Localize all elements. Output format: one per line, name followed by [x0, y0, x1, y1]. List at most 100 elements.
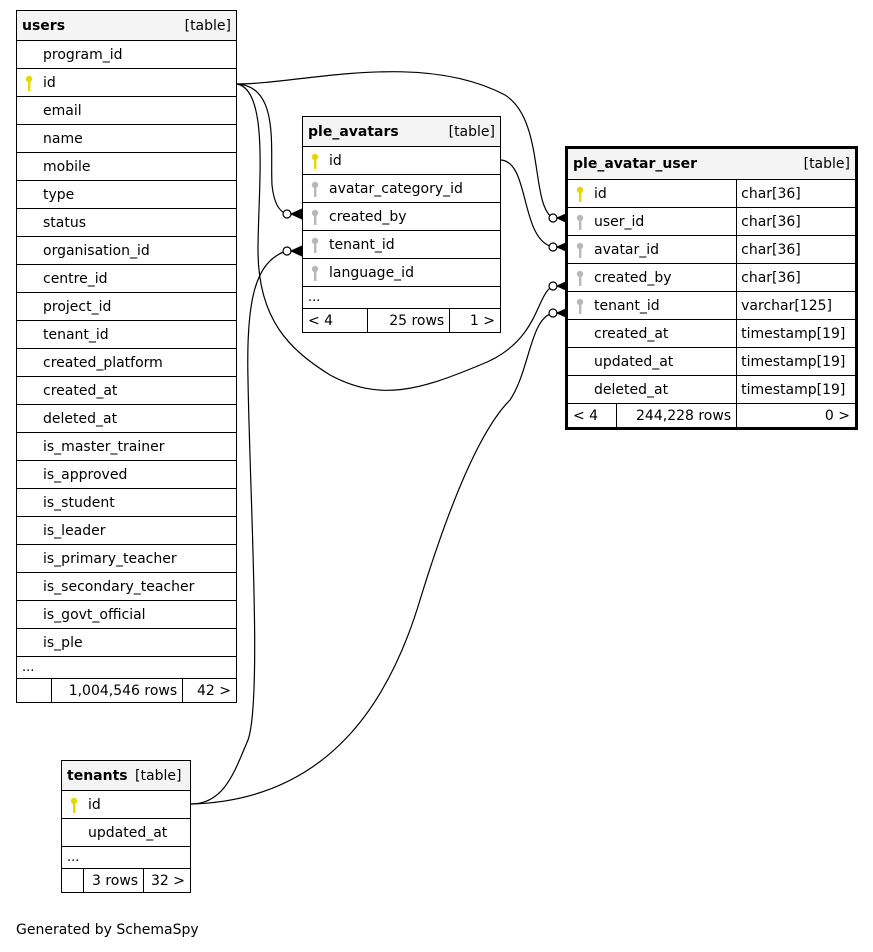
column-name[interactable]: avatar_category_id	[302, 174, 501, 203]
column-row[interactable]: is_primary_teacher	[16, 544, 237, 573]
column-name[interactable]: tenant_id	[566, 291, 738, 320]
column-name[interactable]: created_by	[566, 263, 738, 292]
column-name[interactable]: type	[16, 180, 237, 209]
children-link[interactable]: 0 >	[736, 403, 856, 428]
column-name[interactable]: updated_at	[566, 347, 738, 376]
column-name[interactable]: program_id	[16, 40, 237, 69]
table-name: ple_avatar_user	[573, 156, 698, 172]
column-row[interactable]: created_by	[302, 202, 501, 231]
column-row[interactable]: avatar_category_id	[302, 174, 501, 203]
column-name[interactable]: is_secondary_teacher	[16, 572, 237, 601]
edge-tenants-id-to-ple-avatar-user-tenant-id	[190, 312, 554, 805]
column-name[interactable]: created_at	[566, 319, 738, 348]
column-label: centre_id	[43, 270, 108, 287]
column-row[interactable]: tenant_id	[16, 320, 237, 349]
column-row[interactable]: is_leader	[16, 516, 237, 545]
column-row[interactable]: created_platform	[16, 348, 237, 377]
column-name[interactable]: created_at	[16, 376, 237, 405]
column-name[interactable]: centre_id	[16, 264, 237, 293]
more-columns-ellipsis[interactable]: ...	[302, 286, 501, 309]
column-name[interactable]: id	[16, 68, 237, 97]
column-name[interactable]: deleted_at	[16, 404, 237, 433]
column-row[interactable]: email	[16, 96, 237, 125]
column-name[interactable]: created_platform	[16, 348, 237, 377]
column-row[interactable]: is_approved	[16, 460, 237, 489]
column-row[interactable]: is_secondary_teacher	[16, 572, 237, 601]
column-name[interactable]: tenant_id	[16, 320, 237, 349]
column-name[interactable]: id	[61, 790, 191, 819]
column-name[interactable]: status	[16, 208, 237, 237]
table-type: [table]	[803, 156, 850, 172]
column-name[interactable]: is_ple	[16, 628, 237, 657]
more-columns-ellipsis[interactable]: ...	[16, 656, 237, 679]
column-name[interactable]: is_leader	[16, 516, 237, 545]
column-name[interactable]: is_approved	[16, 460, 237, 489]
parents-link[interactable]: < 4	[567, 403, 617, 428]
column-name[interactable]: is_primary_teacher	[16, 544, 237, 573]
column-row[interactable]: name	[16, 124, 237, 153]
parents-link[interactable]	[60, 868, 85, 893]
column-row[interactable]: is_ple	[16, 628, 237, 657]
column-name[interactable]: user_id	[566, 207, 738, 236]
column-name[interactable]: created_by	[302, 202, 501, 231]
column-row[interactable]: is_master_trainer	[16, 432, 237, 461]
children-link[interactable]: 32 >	[143, 868, 191, 893]
column-type: char[36]	[736, 179, 856, 208]
column-type: char[36]	[736, 263, 856, 292]
column-row[interactable]: program_id	[16, 40, 237, 69]
more-columns-ellipsis[interactable]: ...	[61, 846, 191, 869]
column-label: created_by	[329, 208, 407, 225]
column-name[interactable]: project_id	[16, 292, 237, 321]
column-name[interactable]: updated_at	[61, 818, 191, 847]
column-name[interactable]: organisation_id	[16, 236, 237, 265]
column-name[interactable]: mobile	[16, 152, 237, 181]
column-row[interactable]: id	[61, 790, 191, 819]
column-row[interactable]: organisation_id	[16, 236, 237, 265]
column-row[interactable]: mobile	[16, 152, 237, 181]
column-row[interactable]: id	[302, 146, 501, 175]
column-row[interactable]: project_id	[16, 292, 237, 321]
children-link[interactable]: 1 >	[449, 308, 501, 333]
column-name[interactable]: is_master_trainer	[16, 432, 237, 461]
column-name[interactable]: email	[16, 96, 237, 125]
column-row[interactable]: deleted_at	[16, 404, 237, 433]
row-count: 1,004,546 rows	[51, 678, 184, 703]
parents-link[interactable]	[15, 678, 53, 703]
children-link[interactable]: 42 >	[182, 678, 237, 703]
column-row[interactable]: is_govt_official	[16, 600, 237, 629]
column-name[interactable]: deleted_at	[566, 375, 738, 404]
column-row[interactable]: tenant_id	[302, 230, 501, 259]
zero-marker	[548, 281, 558, 291]
column-name[interactable]: is_student	[16, 488, 237, 517]
column-row[interactable]: updated_at	[61, 818, 191, 847]
column-name[interactable]: tenant_id	[302, 230, 501, 259]
column-label: updated_at	[594, 353, 674, 370]
column-row[interactable]: status	[16, 208, 237, 237]
column-name[interactable]: id	[302, 146, 501, 175]
parents-link[interactable]: < 4	[302, 308, 368, 333]
column-row[interactable]: centre_id	[16, 264, 237, 293]
column-label: is_govt_official	[43, 606, 146, 623]
column-name[interactable]: language_id	[302, 258, 501, 287]
column-name[interactable]: name	[16, 124, 237, 153]
column-name[interactable]: is_govt_official	[16, 600, 237, 629]
column-row[interactable]: id	[16, 68, 237, 97]
column-row[interactable]: language_id	[302, 258, 501, 287]
column-name[interactable]: id	[566, 179, 738, 208]
column-row[interactable]: type	[16, 180, 237, 209]
column-name[interactable]: avatar_id	[566, 235, 738, 264]
column-row[interactable]: created_at	[16, 376, 237, 405]
column-row[interactable]: is_student	[16, 488, 237, 517]
